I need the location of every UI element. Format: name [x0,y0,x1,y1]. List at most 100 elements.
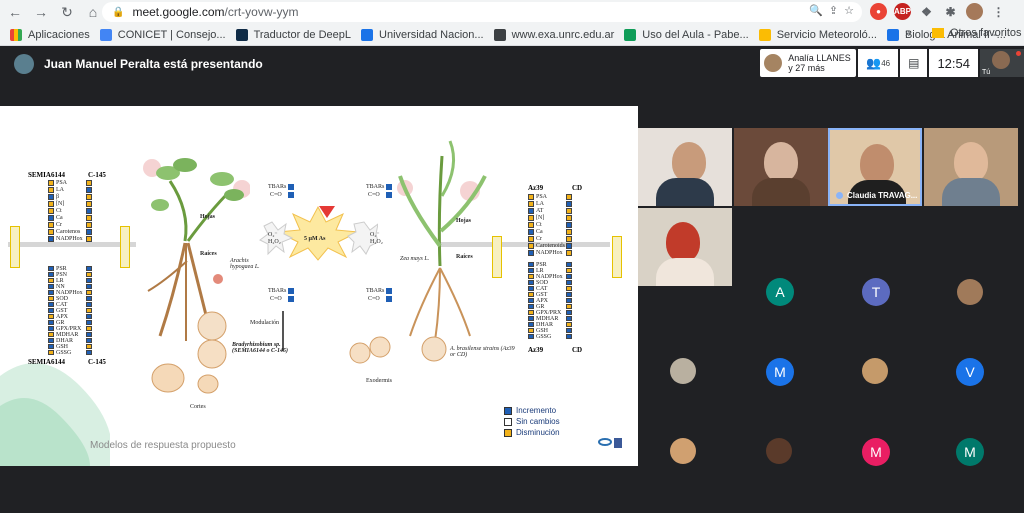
profile-avatar[interactable] [966,3,983,20]
indicator-square [48,302,54,307]
indicator-square [86,350,92,355]
speaking-icon [836,192,843,199]
address-bar[interactable]: 🔒 meet.google.com/crt-yovw-yym 🔍 ⇪ ☆ [102,2,862,22]
bookmark-uso-aula[interactable]: Uso del Aula - Pabe... [624,28,749,41]
bookmark-servicio-meteo[interactable]: Servicio Meteoroló... [758,28,877,41]
label-c145-bottom: C-145 [88,358,106,366]
avatar-a[interactable]: A [766,278,794,306]
avatar-photo-1[interactable] [957,279,983,305]
self-view-tile[interactable]: Tú [980,49,1024,77]
indicator-label: SOD [56,296,69,302]
indicator-square [48,308,54,313]
forward-icon[interactable]: → [34,4,48,20]
menu-icon[interactable]: ⋮ [990,3,1007,20]
record-extension-icon[interactable]: ● [870,3,887,20]
indicator-square [566,222,572,228]
participant-tile-1[interactable] [638,128,732,206]
share-icon[interactable]: ⇪ [828,5,839,17]
home-icon[interactable]: ⌂ [88,4,98,20]
indicator-square [86,187,92,193]
indicator-label: NN [56,284,65,290]
participants-preview[interactable]: Analía LLANES y 27 más [760,49,857,77]
label-co-4: C=O [368,296,380,302]
avatar-m-1[interactable]: M [766,358,794,386]
arsenic-stress-burst [259,205,378,261]
people-button[interactable]: 👥 46 [858,49,899,77]
ft-bar-left-2 [120,226,130,268]
participant-video [954,142,988,182]
avatar-photo-2[interactable] [670,358,696,384]
back-icon[interactable]: ← [8,4,22,20]
indicator-square [86,308,92,313]
bookmark-deepl[interactable]: Traductor de DeepL [235,28,351,41]
indicator-square [566,194,572,200]
label-tbars-2: TBARs [366,184,385,190]
label-tbars-4: TBARs [366,288,385,294]
avatar-photo-3[interactable] [862,358,888,384]
avatar-v[interactable]: V [956,358,984,386]
bookmark-exa-unrc[interactable]: www.exa.unrc.edu.ar [493,28,614,41]
legend-increase: Incremento [516,406,557,415]
bookmark-apps[interactable]: Aplicaciones [10,28,90,41]
avatar-t[interactable]: T [862,278,890,306]
decorative-wave [0,363,110,466]
weather-icon [758,28,771,41]
indicator-label: PSR [536,262,547,268]
indicator-square [528,334,534,339]
indicator-square [566,304,572,309]
bookmark-universidad[interactable]: Universidad Nacion... [361,28,484,41]
co-indicator-1 [288,192,294,198]
meet-window: Juan Manuel Peralta está presentando Ana… [0,46,1024,513]
indicator-square [566,334,572,339]
avatar-m-2[interactable]: M [862,438,890,466]
peanut-plant-illustration [143,158,250,341]
indicator-label: Ct [56,208,62,214]
indicator-square [86,290,92,295]
university-icon [361,28,374,41]
url-path: /crt-yovw-yym [224,5,299,19]
self-video [992,51,1010,69]
indicator-label: NADPHox [56,236,83,242]
adblock-extension-icon[interactable]: ABP [894,3,911,20]
indicator-square [86,272,92,277]
participant-tile-4[interactable] [924,128,1018,206]
bookmark-biologia[interactable]: Biología Animal II -... [886,28,1006,41]
other-favorites[interactable]: Otros favoritos [932,27,1022,39]
avatar-photo-4[interactable] [670,438,696,464]
zoom-icon[interactable]: 🔍 [809,5,823,17]
indicator-label: GR [536,304,545,310]
legend-swatch-increase [504,406,512,415]
indicator-square [48,338,54,343]
chat-button[interactable]: ▤ [900,49,928,77]
label-hojas-left: Hojas [200,214,215,220]
indicator-square [528,280,534,285]
legend-decrease: Disminución [516,428,560,437]
modulation-arrow [282,311,284,351]
indicator-label: [N] [536,215,545,221]
indicator-square [86,208,92,214]
label-h2o2-left: H₂O₂ [268,239,281,245]
label-h2o2-right: H₂O₂ [370,239,383,245]
dropbox-extension-icon[interactable]: ❖ [918,3,935,20]
participant-tile-speaking[interactable]: Claudia TRAVAG... [828,128,922,206]
indicator-square [48,290,54,295]
bookmark-conicet[interactable]: CONICET | Consejo... [99,28,226,41]
label-azospirillum: A. brasilense strains (Az39 or CD) [450,346,515,358]
label-raices-right: Raíces [456,254,473,260]
indicator-label: PSR [56,266,67,272]
indicator-square [48,201,54,207]
participant-tile-2[interactable] [734,128,828,206]
indicator-label: DHAR [536,322,554,328]
puzzle-icon[interactable]: ✱ [942,3,959,20]
down-arrow-icon [319,206,335,218]
more-bookmarks-chevron[interactable]: » [905,28,912,40]
avatar-photo-5[interactable] [766,438,792,464]
avatar-m-3[interactable]: M [956,438,984,466]
indicator-square [86,266,92,271]
label-bradyrhizobium: Bradyrhizobium sp. (SEMIA6144 o C-145) [232,342,289,354]
reload-icon[interactable]: ↻ [61,3,73,20]
indicator-square [528,201,534,207]
star-icon[interactable]: ☆ [844,5,854,17]
indicator-label: GST [536,292,548,298]
participant-tile-5[interactable] [638,208,732,286]
